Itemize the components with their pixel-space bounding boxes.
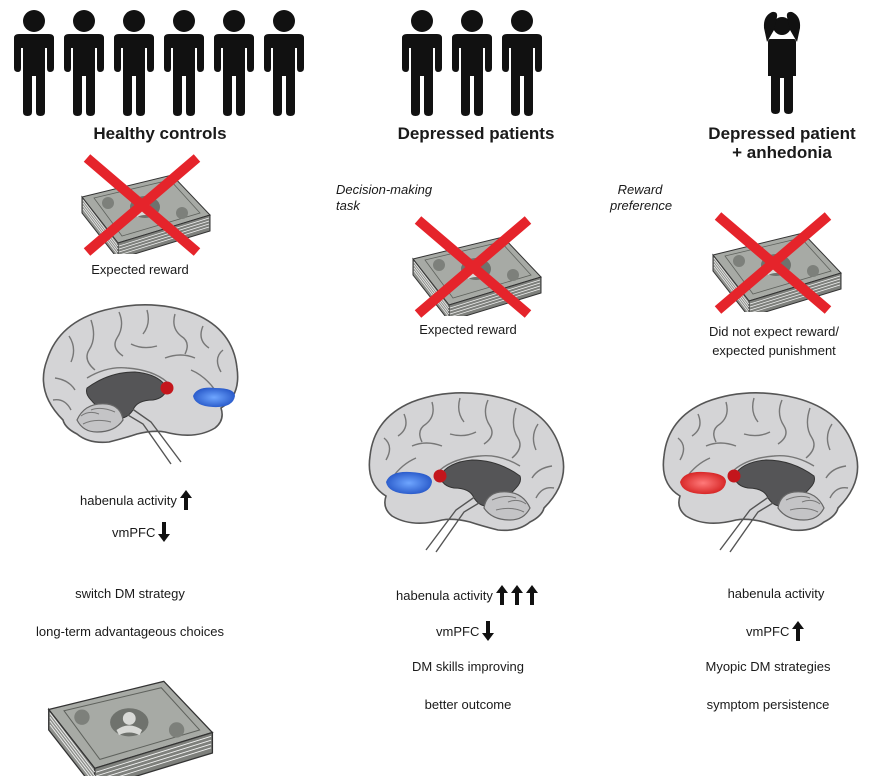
person-holding-head-icon (758, 6, 806, 114)
anhedonia-vmpfc-label: vmPFC (746, 623, 790, 639)
standing-person-icon (210, 10, 258, 116)
healthy-vmpfc-row: vmPFC (112, 522, 170, 542)
standing-person-icon (448, 10, 496, 116)
arrow-up-icon (511, 585, 523, 605)
task-label-line-2: task (336, 198, 360, 213)
reward-preference-label: Reward preference (610, 182, 673, 214)
vmpfc-region-blue (193, 387, 235, 408)
pref-label-line-2: preference (610, 198, 673, 213)
standing-person-icon (160, 10, 208, 116)
healthy-reward-label: Expected reward (91, 262, 189, 277)
anhedonia-vmpfc-row: vmPFC (746, 621, 804, 641)
red-x-icon (708, 208, 838, 318)
anhedonia-reward-label: Did not expect reward/ expected punishme… (664, 322, 884, 360)
anhedonia-title: Depressed patient + anhedonia (662, 124, 892, 162)
depressed-vmpfc-row: vmPFC (436, 621, 494, 641)
standing-person-icon (498, 10, 546, 116)
anhedonia-reward-line-1: Did not expect reward/ (708, 324, 840, 339)
anhedonia-outcome-1: Myopic DM strategies (705, 659, 831, 674)
healthy-habenula-row: habenula activity (80, 490, 192, 510)
healthy-controls-title: Healthy controls (93, 124, 227, 143)
anhedonia-brain (656, 380, 876, 560)
standing-person-icon (398, 10, 446, 116)
anhedonia-title-line-1: Depressed patient (708, 124, 856, 143)
arrow-up-icon (792, 621, 804, 641)
arrow-down-icon (158, 522, 170, 542)
pref-label-line-1: Reward (617, 182, 663, 197)
standing-person-icon (110, 10, 158, 116)
decision-making-task-label: Decision-making task (336, 182, 432, 214)
arrow-down-icon (482, 621, 494, 641)
healthy-outcome-1: switch DM strategy (75, 586, 185, 601)
depressed-reward-label: Expected reward (419, 322, 517, 337)
standing-person-icon (10, 10, 58, 116)
arrow-up-icon (526, 585, 538, 605)
vmpfc-region-blue (386, 471, 432, 495)
red-x-icon (77, 150, 207, 260)
depressed-patients-title: Depressed patients (397, 124, 555, 143)
depressed-vmpfc-label: vmPFC (436, 623, 480, 639)
depressed-outcome-2: better outcome (424, 697, 512, 712)
money-stack-icon (38, 666, 218, 776)
anhedonia-outcome-2: symptom persistence (706, 697, 830, 712)
task-label-line-1: Decision-making (336, 182, 433, 197)
healthy-outcome-2: long-term advantageous choices (36, 624, 224, 639)
anhedonia-habenula-label: habenula activity (727, 586, 825, 601)
depressed-outcome-1: DM skills improving (412, 659, 524, 674)
arrow-up-icon (180, 490, 192, 510)
standing-person-icon (260, 10, 308, 116)
healthy-vmpfc-label: vmPFC (112, 524, 156, 540)
brain-sagittal-icon (25, 292, 245, 472)
arrow-up-icon (496, 585, 508, 605)
vmpfc-region-red (680, 471, 726, 495)
anhedonia-title-line-2: + anhedonia (732, 143, 832, 162)
depressed-brain (362, 380, 582, 560)
depressed-habenula-row: habenula activity (396, 585, 538, 605)
depressed-habenula-label: habenula activity (396, 587, 493, 603)
healthy-habenula-label: habenula activity (80, 492, 177, 508)
standing-person-icon (60, 10, 108, 116)
healthy-brain (25, 292, 245, 472)
anhedonia-reward-line-2: expected punishment (712, 343, 836, 358)
red-x-icon (408, 212, 538, 322)
